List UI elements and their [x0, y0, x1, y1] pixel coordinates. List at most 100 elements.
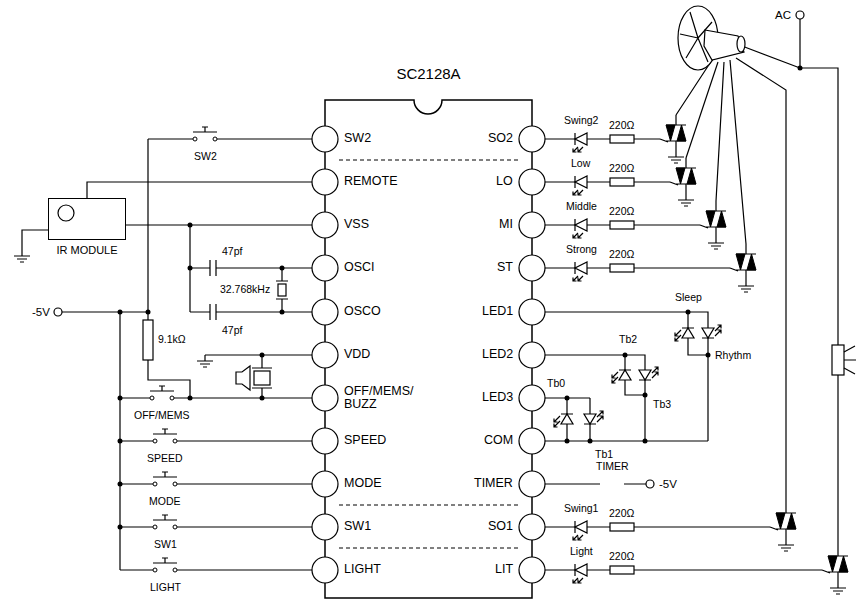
component-label: SW1 — [153, 539, 178, 550]
push-switch — [153, 472, 177, 486]
pin-circle — [312, 299, 338, 325]
pin-name: LED1 — [481, 305, 514, 318]
node-label: IR MODULE — [56, 245, 117, 257]
pin-name: SO1 — [487, 520, 514, 533]
ground-symbol — [197, 355, 213, 367]
led-symbol — [573, 133, 587, 152]
ground-symbol — [678, 194, 694, 206]
resistor-symbol — [143, 320, 153, 360]
pin-circle — [312, 126, 338, 152]
pin-circle — [519, 471, 545, 497]
led-symbol — [573, 262, 587, 281]
pin-circle — [519, 514, 545, 540]
pin-name: LIGHT — [343, 563, 382, 576]
pin-name: SW2 — [343, 132, 372, 145]
pin-circle — [519, 557, 545, 583]
pin-circle — [519, 342, 545, 368]
component-label: TIMER — [595, 461, 630, 472]
crystal-symbol — [278, 284, 286, 296]
component-label: 220Ω — [608, 508, 635, 519]
led-symbol — [612, 370, 631, 383]
pin-name: VDD — [343, 348, 371, 361]
led-symbol — [573, 564, 587, 583]
component-label: Sleep — [674, 292, 703, 303]
pin-name: COM — [483, 434, 514, 447]
led-symbol — [639, 367, 658, 380]
push-switch — [153, 558, 177, 572]
pin-name: OSCO — [343, 305, 382, 318]
component-label: 220Ω — [608, 249, 635, 260]
component-label: Tb0 — [546, 378, 566, 389]
signal-wire — [87, 182, 325, 198]
component-label: Light — [569, 546, 594, 557]
led-symbol — [573, 521, 587, 540]
triac-symbol — [670, 158, 696, 194]
fan-and-ac-wires — [676, 19, 838, 546]
pin-circle — [519, 385, 545, 411]
triac-symbol — [660, 115, 686, 151]
pin-name: VSS — [343, 218, 370, 231]
ir-sensor-window — [58, 205, 74, 221]
pin-circle — [312, 169, 338, 195]
pin-circle — [312, 514, 338, 540]
ic-body — [325, 100, 532, 598]
pin-name: MODE — [343, 477, 383, 490]
pin-circle — [312, 557, 338, 583]
pin-circle — [519, 299, 545, 325]
ground-symbol — [778, 539, 794, 551]
pin-name: SO2 — [487, 132, 514, 145]
ir-module: IR MODULE — [48, 198, 126, 240]
pin-circle — [519, 255, 545, 281]
terminal — [54, 308, 62, 316]
component-label: 220Ω — [608, 120, 635, 131]
component-label: Middle — [565, 201, 598, 212]
pin-name: LED2 — [481, 348, 514, 361]
component-label: 9.1kΩ — [157, 334, 187, 345]
component-label: Tb1 — [594, 449, 614, 460]
ic-pins — [312, 126, 545, 583]
buzzer-symbol — [254, 371, 270, 385]
pin-circle — [312, 471, 338, 497]
component-label: Swing2 — [563, 115, 599, 126]
component-label: 220Ω — [608, 163, 635, 174]
component-label: OFF/MEMS — [133, 410, 190, 421]
component-label: Low — [570, 158, 591, 169]
buzzer-horn — [236, 366, 250, 390]
component-label: 220Ω — [608, 206, 635, 217]
pin-name: OSCI — [343, 261, 376, 274]
component-label: Tb2 — [618, 334, 638, 345]
pin-name: MI — [498, 218, 514, 231]
wires-left — [22, 139, 312, 570]
pin-name: ST — [496, 261, 514, 274]
pin-circle — [519, 126, 545, 152]
component-label: 32.768kHz — [219, 284, 271, 295]
component-label: MODE — [148, 496, 182, 507]
pin-name: SW1 — [343, 520, 372, 533]
component-label: Tb3 — [652, 399, 672, 410]
node-label: SC2128A — [396, 66, 460, 82]
triac-symbol — [700, 201, 726, 237]
push-switch — [153, 429, 177, 443]
pin-name: TIMER — [473, 477, 514, 490]
component-label: -5V — [658, 478, 678, 490]
terminal — [796, 11, 804, 19]
wires-right — [545, 139, 822, 570]
led-symbol — [573, 176, 587, 195]
pin-circle — [519, 169, 545, 195]
pin-name: REMOTE — [343, 175, 398, 188]
pin-circle — [312, 385, 338, 411]
push-switch — [150, 386, 174, 400]
pin-circle — [312, 255, 338, 281]
lamp-symbol — [832, 345, 856, 375]
component-label: AC — [774, 9, 792, 21]
triac-symbol — [822, 546, 848, 582]
ground-symbol — [708, 237, 724, 249]
component-label: 47pf — [221, 325, 243, 336]
component-label: 220Ω — [608, 551, 635, 562]
push-switch — [153, 515, 177, 529]
led-symbol — [675, 328, 694, 341]
component-label: SW2 — [193, 151, 218, 162]
pin-circle — [312, 428, 338, 454]
component-label: Swing1 — [563, 503, 599, 514]
